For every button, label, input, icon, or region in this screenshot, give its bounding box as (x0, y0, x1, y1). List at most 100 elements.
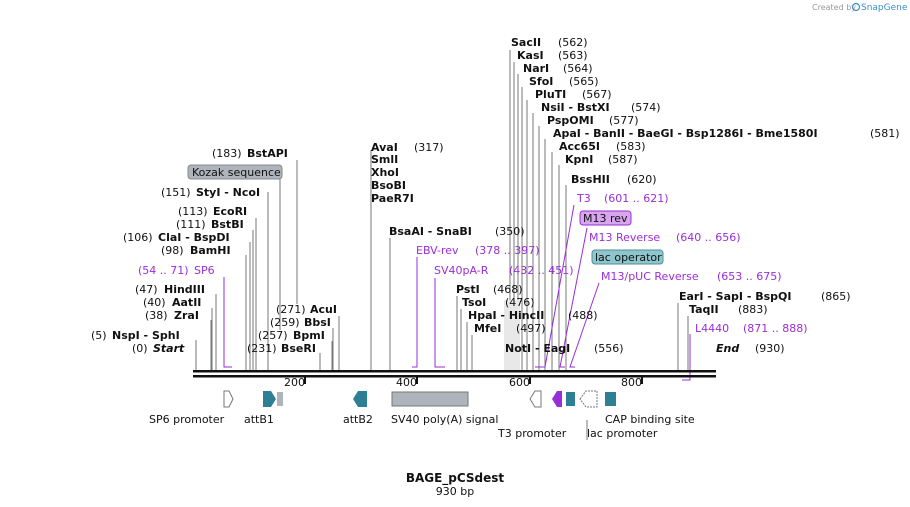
feature-shapes (223, 390, 616, 408)
enz-eari[interactable]: EarI - SapI - BspQI (679, 290, 791, 303)
enz-apai[interactable]: ApaI - BanII - BaeGI - Bsp1286I - Bme158… (553, 127, 818, 140)
brand-name: SnapGene (861, 3, 908, 13)
enz-nspi[interactable]: NspI - SphI (112, 329, 180, 342)
ruler-label-800: 800 (621, 376, 642, 389)
enz-bsobi[interactable]: BsoBI (371, 179, 406, 192)
enz-acc65i-pos: (583) (616, 140, 646, 153)
enz-noti[interactable]: NotI - EagI (505, 342, 570, 355)
enz-bseri[interactable]: BseRI (281, 342, 316, 355)
enz-clai[interactable]: ClaI - BspDI (158, 231, 230, 244)
enz-bsshii[interactable]: BssHII (571, 173, 610, 186)
enz-acui[interactable]: AcuI (310, 303, 337, 316)
m13-rev-arrow[interactable] (552, 391, 562, 407)
primer-t3-range: (601 .. 621) (604, 192, 669, 205)
enz-zrai[interactable]: ZraI (174, 309, 199, 322)
enz-bstbi-pos: (111) (176, 218, 206, 231)
enz-paer7i[interactable]: PaeR7I (371, 192, 414, 205)
label-sv40: SV40 poly(A) signal (391, 413, 498, 426)
enz-zrai-pos: (38) (145, 309, 168, 322)
map-title: BAGE_pCSdest (406, 471, 505, 486)
label-attb2: attB2 (343, 413, 373, 426)
t3-promoter-arrow[interactable] (529, 390, 542, 408)
primer-sp6-range: (54 .. 71) (138, 264, 189, 277)
enz-xhoi[interactable]: XhoI (371, 166, 399, 179)
enz-hindiii[interactable]: HindIII (164, 283, 205, 296)
sv40-polya-box[interactable] (391, 391, 469, 407)
enz-mfei[interactable]: MfeI (474, 322, 501, 335)
primer-lines (223, 204, 691, 381)
enz-bbsi[interactable]: BbsI (304, 316, 331, 329)
enz-bpmi[interactable]: BpmI (293, 329, 325, 342)
enz-bamhi-pos: (98) (161, 244, 184, 257)
attb2-arrow[interactable] (353, 391, 367, 407)
enz-smli[interactable]: SmlI (371, 153, 398, 166)
enz-pspomi[interactable]: PspOMI (547, 114, 594, 127)
primer-m13-reverse[interactable]: M13 Reverse (589, 231, 660, 244)
m13rev-label-box[interactable] (579, 210, 632, 226)
enz-bstapi[interactable]: BstAPI (247, 147, 288, 160)
enz-hpai[interactable]: HpaI - HincII (468, 309, 544, 322)
enz-sacii[interactable]: SacII (511, 36, 541, 49)
enz-sacii-pos: (562) (558, 36, 588, 49)
lacop-label: lac operator (595, 251, 662, 264)
enz-acui-pos: (271) (276, 303, 306, 316)
primer-l4440[interactable]: L4440 (695, 322, 729, 335)
primer-sp6[interactable]: SP6 (194, 264, 215, 277)
enz-bstbi[interactable]: BstBI (211, 218, 244, 231)
enz-taqii[interactable]: TaqII (689, 303, 719, 316)
enz-styi-pos: (151) (161, 186, 191, 199)
enz-pluti[interactable]: PluTI (535, 88, 566, 101)
enz-aatii-pos: (40) (143, 296, 166, 309)
enz-bsshii-pos: (620) (627, 173, 657, 186)
enz-psti[interactable]: PstI (456, 283, 480, 296)
enz-nsii-pos: (574) (631, 101, 661, 114)
kozak-box[interactable] (277, 392, 283, 406)
lac-operator-box[interactable] (566, 392, 575, 406)
primer-m13puc-reverse[interactable]: M13/pUC Reverse (601, 270, 699, 283)
ruler-label-600: 600 (509, 376, 530, 389)
enz-bsaai[interactable]: BsaAI - SnaBI (389, 225, 472, 238)
enz-kasi[interactable]: KasI (517, 49, 544, 62)
enz-sfoi[interactable]: SfoI (529, 75, 553, 88)
enz-aatii[interactable]: AatII (172, 296, 201, 309)
primer-m13puc-reverse-range: (653 .. 675) (717, 270, 782, 283)
ruler-ticks (304, 377, 643, 384)
lac-promoter-arrow[interactable] (579, 390, 598, 408)
enz-pluti-pos: (567) (582, 88, 612, 101)
lacop-label-box[interactable] (591, 249, 664, 265)
enz-hindiii-pos: (47) (135, 283, 158, 296)
enz-mfei-pos: (497) (516, 322, 546, 335)
kozak-label-box[interactable] (187, 164, 283, 180)
primer-sv40pa-r[interactable]: SV40pA-R (434, 264, 489, 277)
cap-binding-box[interactable] (605, 392, 616, 406)
enz-styi[interactable]: StyI - NcoI (196, 186, 260, 199)
start-label: Start (153, 342, 185, 355)
primer-ebv-rev[interactable]: EBV-rev (416, 244, 459, 257)
enz-apai-pos: (581) (870, 127, 900, 140)
enz-kpni-pos: (587) (608, 153, 638, 166)
enz-bamhi[interactable]: BamHI (190, 244, 231, 257)
sp6-promoter-arrow[interactable] (223, 390, 234, 408)
enz-tsoi[interactable]: TsoI (462, 296, 486, 309)
backbone-top-strand (193, 370, 716, 373)
enz-nsii[interactable]: NsiI - BstXI (541, 101, 610, 114)
enz-eari-pos: (865) (821, 290, 851, 303)
enz-acc65i[interactable]: Acc65I (559, 140, 600, 153)
enz-ecori[interactable]: EcoRI (213, 205, 247, 218)
enz-taqii-pos: (883) (738, 303, 768, 316)
enz-avai[interactable]: AvaI (371, 141, 398, 154)
ruler-label-400: 400 (396, 376, 417, 389)
enz-pspomi-pos: (577) (609, 114, 639, 127)
enz-nari[interactable]: NarI (523, 62, 549, 75)
enz-bseri-pos: (231) (247, 342, 277, 355)
primer-t3[interactable]: T3 (576, 192, 591, 205)
ruler-label-200: 200 (284, 376, 305, 389)
enz-bsaai-pos: (350) (495, 225, 525, 238)
attb1-arrow[interactable] (263, 391, 276, 407)
enz-kpni[interactable]: KpnI (565, 153, 593, 166)
enz-nspi-pos: (5) (91, 329, 107, 342)
label-attb1: attB1 (244, 413, 274, 426)
enz-tsoi-pos: (476) (505, 296, 535, 309)
enz-group317-pos: (317) (414, 141, 444, 154)
